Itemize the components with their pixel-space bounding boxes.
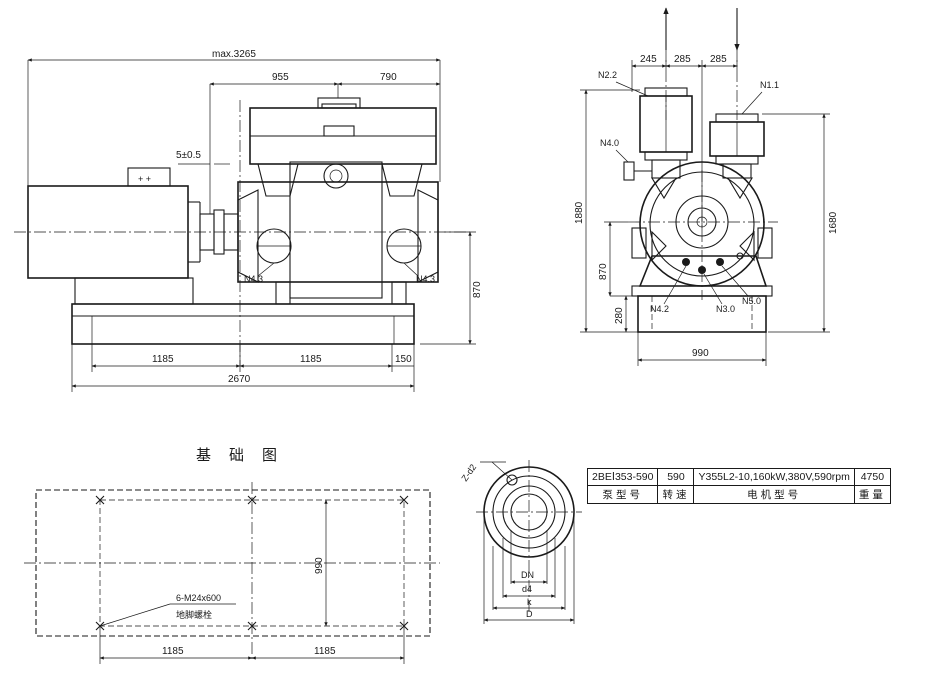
side-view: + + N4.3 N4.3 bbox=[14, 49, 483, 392]
label-n42: N4.2 bbox=[650, 304, 669, 314]
dim-1185-foundation-a: 1185 bbox=[162, 646, 184, 657]
dim-150: 150 bbox=[395, 354, 412, 365]
spec-values-row: 2BEⅠ353-590 590 Y355L2-10,160kW,380V,590… bbox=[586, 468, 891, 486]
top-port bbox=[323, 163, 349, 189]
motor-model-header: 电机型号 bbox=[693, 485, 855, 504]
dim-1880: 1880 bbox=[574, 201, 585, 224]
pump-center-body bbox=[289, 161, 383, 299]
flange-detail: Z-d2 DN d4 k D bbox=[459, 460, 582, 624]
label-n40: N4.0 bbox=[600, 138, 619, 148]
motor-foot bbox=[74, 277, 194, 305]
bolt-spec: 6-M24x600 bbox=[176, 593, 221, 603]
dim-1680: 1680 bbox=[828, 211, 839, 234]
label-n50: N5.0 bbox=[742, 296, 761, 306]
pump-model-header: 泵型号 bbox=[586, 485, 659, 504]
end-base bbox=[637, 295, 767, 333]
dim-280: 280 bbox=[614, 307, 625, 324]
spec-table: 2BEⅠ353-590 590 Y355L2-10,160kW,380V,590… bbox=[586, 468, 891, 504]
label-n43-right: N4.3 bbox=[416, 274, 435, 284]
dim-955: 955 bbox=[272, 72, 289, 83]
dim-870-side: 870 bbox=[472, 281, 483, 298]
base-frame bbox=[71, 303, 415, 345]
dim-2670: 2670 bbox=[228, 374, 251, 385]
weight-value: 4750 bbox=[853, 468, 891, 486]
label-n43-left: N4.3 bbox=[244, 274, 263, 284]
motor-model-value: Y355L2-10,160kW,380V,590rpm bbox=[693, 468, 855, 486]
flange-z-label: Z-d2 bbox=[459, 462, 478, 483]
flange-dn: DN bbox=[521, 570, 534, 580]
flange-bolt-hole bbox=[506, 474, 518, 486]
dim-285-b: 285 bbox=[710, 54, 727, 65]
bolt-name: 地脚螺栓 bbox=[176, 609, 212, 620]
dim-870-end: 870 bbox=[598, 263, 609, 280]
motor-terminal-box bbox=[127, 167, 171, 187]
dim-990-end: 990 bbox=[692, 348, 709, 359]
dim-1185-foundation-b: 1185 bbox=[314, 646, 336, 657]
port-dot-right bbox=[716, 258, 724, 266]
inlet-separator-tank bbox=[709, 113, 765, 179]
label-n30: N3.0 bbox=[716, 304, 735, 314]
end-view: 245 285 285 bbox=[574, 7, 839, 366]
weight-header: 重量 bbox=[853, 485, 891, 504]
flange-k: k bbox=[527, 597, 532, 607]
speed-header: 转速 bbox=[657, 485, 695, 504]
speed-value: 590 bbox=[657, 468, 695, 486]
foundation-plan: 基础图 990 6-M24x600 地脚螺栓 1185 1185 bbox=[24, 447, 440, 664]
dim-1185-b: 1185 bbox=[300, 354, 322, 365]
flange-d4: d4 bbox=[522, 584, 532, 594]
label-n22: N2.2 bbox=[598, 70, 617, 80]
dim-285-a: 285 bbox=[674, 54, 691, 65]
port-dot-mid bbox=[698, 266, 706, 274]
port-dot-left bbox=[682, 258, 690, 266]
dim-790: 790 bbox=[380, 72, 397, 83]
dim-245: 245 bbox=[640, 54, 657, 65]
pump-model-value: 2BEⅠ353-590 bbox=[586, 468, 659, 486]
dim-990-foundation: 990 bbox=[314, 557, 325, 574]
foundation-title: 基础图 bbox=[196, 447, 295, 464]
dim-clearance: 5±0.5 bbox=[176, 150, 201, 161]
terminal-plus-label: + + bbox=[138, 174, 151, 184]
spec-header-row: 泵型号 转速 电机型号 重量 bbox=[586, 485, 891, 504]
dim-1185-a: 1185 bbox=[152, 354, 174, 365]
label-n11: N1.1 bbox=[760, 80, 779, 90]
flange-d: D bbox=[526, 609, 533, 619]
dim-max-length: max.3265 bbox=[212, 49, 256, 60]
